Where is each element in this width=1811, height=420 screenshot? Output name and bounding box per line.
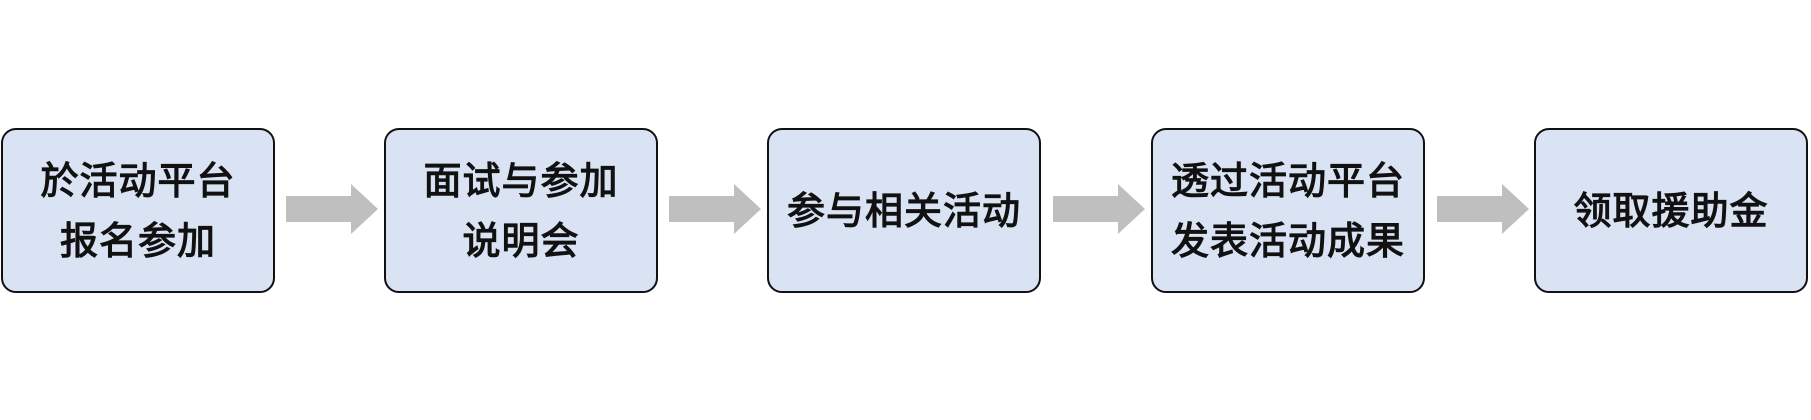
step-box-4: 透过活动平台 发表活动成果 (1151, 128, 1425, 293)
step-3-line-1: 参与相关活动 (786, 188, 1021, 233)
step-2-line-1: 面试与参加 (423, 158, 619, 203)
step-5-line-1: 领取援助金 (1573, 188, 1769, 233)
arrow-right-icon (286, 184, 378, 234)
arrow-right-icon (669, 184, 761, 234)
arrow-right-icon (1437, 184, 1529, 234)
step-2-line-2: 说明会 (462, 218, 580, 263)
step-box-5: 领取援助金 (1534, 128, 1808, 293)
step-4-line-2: 发表活动成果 (1170, 218, 1405, 263)
step-box-2: 面试与参加 说明会 (384, 128, 658, 293)
arrow-right-icon (1053, 184, 1145, 234)
step-box-3: 参与相关活动 (767, 128, 1041, 293)
step-1-line-1: 於活动平台 (40, 158, 236, 203)
step-4-line-1: 透过活动平台 (1170, 158, 1405, 203)
step-1-line-2: 报名参加 (59, 218, 216, 263)
step-box-1: 於活动平台 报名参加 (1, 128, 275, 293)
